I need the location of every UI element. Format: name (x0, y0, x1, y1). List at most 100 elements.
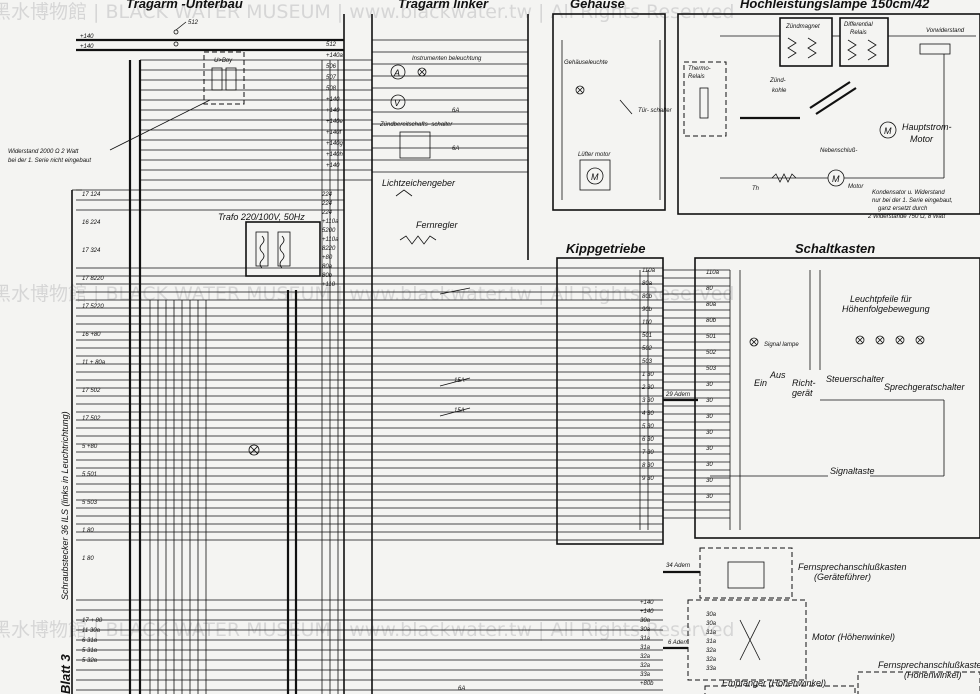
tragarm-linker-components: Instrumenten beleuchtung A V Zündbereits… (379, 56, 482, 692)
section-frames (203, 13, 980, 694)
terminal-schalt-10: 30 (706, 430, 713, 436)
terminal-left-2: 17 324 (82, 248, 101, 254)
terminal-top-1: +140a (326, 53, 344, 59)
terminal-mid-5: +110a (322, 237, 339, 243)
title-lampe: Hochleistungslampe 150cm/42 (740, 0, 930, 11)
terminal-lower-7: 32a (640, 663, 651, 669)
terminal-motor-5: 32a (706, 657, 717, 663)
fuse-6a-1: 6A (452, 108, 459, 114)
fernsprech-hohen-label-2: (Höhenwinkel) (904, 670, 962, 680)
lamp-symbol-left (248, 444, 260, 456)
watermark-group: 黑水博物館 | BLACK WATER MUSEUM | www.blackwa… (0, 1, 734, 641)
fuse-6a-3: 6A (458, 686, 465, 692)
terminal-schalt-8: 30 (706, 398, 713, 404)
terminal-motor-3: 31a (706, 639, 717, 645)
gehause-components: Gehäuseleuchte Tür- schalter Lüfter moto… (561, 40, 673, 200)
kippgetriebe-components: 29 Adern (639, 270, 698, 530)
terminal-top-5: +140 (326, 97, 340, 103)
terminal-bottom-1: 11 30a (82, 628, 101, 634)
terminal-lower-5: 31a (640, 645, 651, 651)
blatt-label: Blatt 3 (58, 654, 73, 694)
terminal-kipp-7: 503 (642, 359, 653, 365)
terminal-schalt-9: 30 (706, 414, 713, 420)
title-schaltkasten: Schaltkasten (795, 241, 875, 256)
terminal-left-5: 16 +80 (82, 332, 101, 338)
lower-components: 34 Adern 6 Adern Fernsprechanschlußkaste… (663, 561, 980, 688)
terminal-top-10: +140h (326, 152, 344, 158)
kondensator-note-3: ganz ersetzt durch (878, 206, 928, 212)
zundmagnet-label: Zündmagnet (785, 24, 820, 30)
steuerschalter-label: Steuerschalter (826, 374, 885, 384)
terminal-kipp-3: 90b (642, 307, 653, 313)
terminal-top-11: +140 (326, 163, 340, 169)
adern-29-label: 29 Adern (665, 392, 691, 398)
sprechgeratschalter-label: Sprechgeratschalter (884, 382, 966, 392)
ein-label: Ein (754, 378, 767, 388)
fernregler-label: Fernregler (416, 220, 459, 230)
terminal-left-10: 5 501 (82, 472, 97, 478)
terminal-bottom-4: 5 32a (82, 658, 98, 664)
terminal-lower-6: 32a (640, 654, 651, 660)
terminal-schalt-3: 80b (706, 318, 717, 324)
terminal-bottom-0: 17 + 80 (82, 618, 103, 624)
terminal-left-1: 16 224 (82, 220, 101, 226)
terminal-motor-0: 30a (706, 612, 717, 618)
signal-lampe-symbol (749, 337, 759, 347)
title-tragarm-linker: Tragarm linker (398, 0, 489, 11)
terminal-kipp-4: 110 (642, 320, 652, 326)
hauptstrom-m: M (884, 126, 892, 136)
relais-label: Relais (850, 30, 867, 36)
terminal-kipp-10: 3 30 (642, 398, 654, 404)
terminal-top-4: 508 (326, 86, 337, 92)
watermark-top: 黑水博物館 | BLACK WATER MUSEUM | www.blackwa… (0, 1, 734, 23)
terminal-top-6: +140 (326, 108, 340, 114)
u-boy-label: U>Boy (214, 58, 233, 64)
terminal-motor-2: 31a (706, 630, 717, 636)
terminal-mid-6: 8220 (322, 246, 336, 252)
fuse-6a-2: 6A (452, 146, 459, 152)
terminal-kipp-0: 110a (642, 268, 656, 274)
watermark-middle: 黑水博物館 | BLACK WATER MUSEUM | www.blackwa… (0, 283, 734, 305)
terminal-lower-1: +140 (640, 609, 654, 615)
terminal-motor-4: 32a (706, 648, 717, 654)
differential-relais-label: Differential (844, 22, 873, 28)
fernsprech-gerat-label-2: (Geräteführer) (814, 572, 871, 582)
leuchtpfeile-lamps (855, 335, 925, 345)
schraubstecker-label: Schraubstecker 36 ILS (links in Leuchtri… (60, 411, 70, 600)
hauptstrom-motor-symbol (879, 121, 897, 139)
terminal-kipp-16: 9 30 (642, 476, 654, 482)
fernsprech-gerat-label: Fernsprechanschlußkasten (798, 562, 907, 572)
terminal-mid-3: +110a (322, 219, 339, 225)
adern-34-label: 34 Adern (666, 563, 691, 569)
terminal-kipp-15: 8 30 (642, 463, 654, 469)
terminal-mid-7: +80 (322, 255, 333, 261)
voltmeter (390, 94, 406, 110)
terminal-left-9: 5 +80 (82, 444, 98, 450)
terminal-lower-9: +80b (640, 681, 654, 687)
terminal-kipp-8: 1 30 (642, 372, 654, 378)
terminal-schalt-1: 80 (706, 286, 713, 292)
hauptstrom-motor-label: Hauptstrom- (902, 122, 952, 132)
terminal-schalt-14: 30 (706, 494, 713, 500)
terminal-left-7: 17 502 (82, 388, 101, 394)
terminal-lower-3: 30a (640, 627, 651, 633)
motor-label: Motor (848, 184, 864, 190)
aus-label: Aus (769, 370, 786, 380)
terminal-schalt-13: 30 (706, 478, 713, 484)
kondensator-note-4: 2 Widerstände 750 Ω, 8 Watt (867, 214, 945, 220)
terminal-motor-1: 30a (706, 621, 717, 627)
title-tragarm-unterbau: Tragarm -Unterbau (126, 0, 243, 11)
kondensator-note-2: nur bei der 1. Serie eingebaut, (872, 198, 953, 204)
terminal-left-0: 17 124 (82, 192, 101, 198)
terminal-schalt-11: 30 (706, 446, 713, 452)
terminal-top-8: +140f (326, 130, 343, 136)
terminal-bottom-2: 6 31a (82, 638, 98, 644)
gehauseleuchte-label: Gehäuseleuchte (564, 60, 608, 66)
terminal-schalt-2: 80a (706, 302, 717, 308)
terminal-mid-9: 80b (322, 273, 333, 279)
terminal-kipp-13: 6 30 (642, 437, 654, 443)
